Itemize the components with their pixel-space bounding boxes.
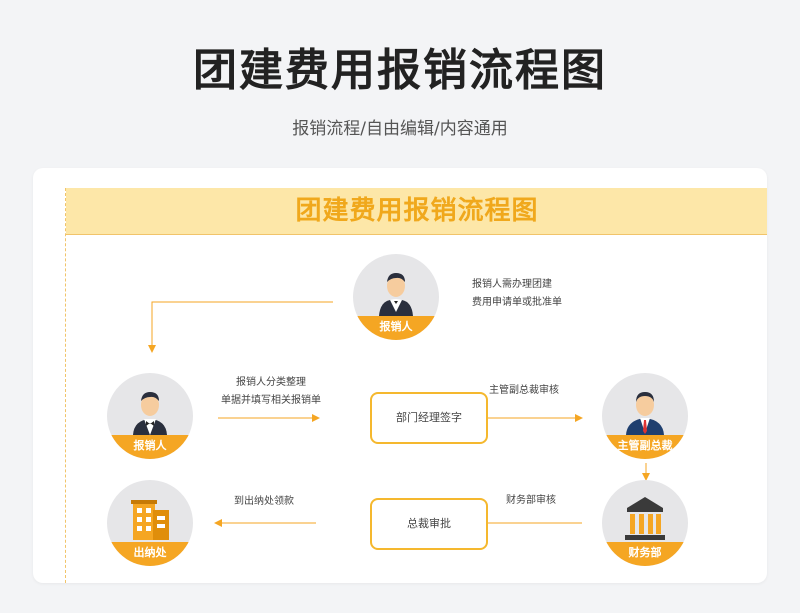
step-manager-sign: 部门经理签字 [370, 392, 488, 444]
businessman-icon [379, 273, 413, 316]
note-vp-review: 主管副总裁审核 [489, 385, 559, 396]
node-cashier: 出纳处 [107, 480, 193, 566]
node-label: 财务部 [602, 542, 688, 566]
note-top-line2: 费用申请单或批准单 [472, 297, 562, 308]
bank-icon [625, 497, 665, 540]
waiter-icon [133, 392, 167, 435]
arrow-top-to-left [148, 301, 333, 353]
node-label: 出纳处 [107, 542, 193, 566]
node-top-claimant: 报销人 [353, 254, 439, 340]
building-icon [131, 500, 169, 540]
node-label: 主管副总裁 [602, 435, 688, 459]
note-collect: 到出纳处领款 [234, 496, 294, 507]
node-vp: 主管副总裁 [602, 373, 688, 459]
flowchart-canvas: 团建费用报销流程图 [65, 188, 767, 583]
page-subtitle: 报销流程/自由编辑/内容通用 [292, 119, 508, 139]
node-label: 报销人 [353, 316, 439, 340]
diagram-banner-title: 团建费用报销流程图 [66, 188, 767, 235]
note-sort-line1: 报销人分类整理 [236, 377, 306, 388]
node-label: 报销人 [107, 435, 193, 459]
note-top: 报销人需办理团建 费用申请单或批准单 [472, 276, 562, 312]
page-title: 团建费用报销流程图 [193, 45, 607, 96]
step-president-approve: 总裁审批 [370, 498, 488, 550]
note-sort-line2: 单据并填写相关报销单 [221, 395, 321, 406]
node-left-claimant: 报销人 [107, 373, 193, 459]
note-sort: 报销人分类整理 单据并填写相关报销单 [216, 374, 326, 410]
note-top-line1: 报销人需办理团建 [472, 279, 552, 290]
connector-arrows [148, 301, 650, 527]
flowchart-card: 团建费用报销流程图 [33, 168, 767, 583]
note-finance-review: 财务部审核 [506, 495, 556, 506]
executive-icon [626, 392, 664, 435]
node-finance: 财务部 [602, 480, 688, 566]
